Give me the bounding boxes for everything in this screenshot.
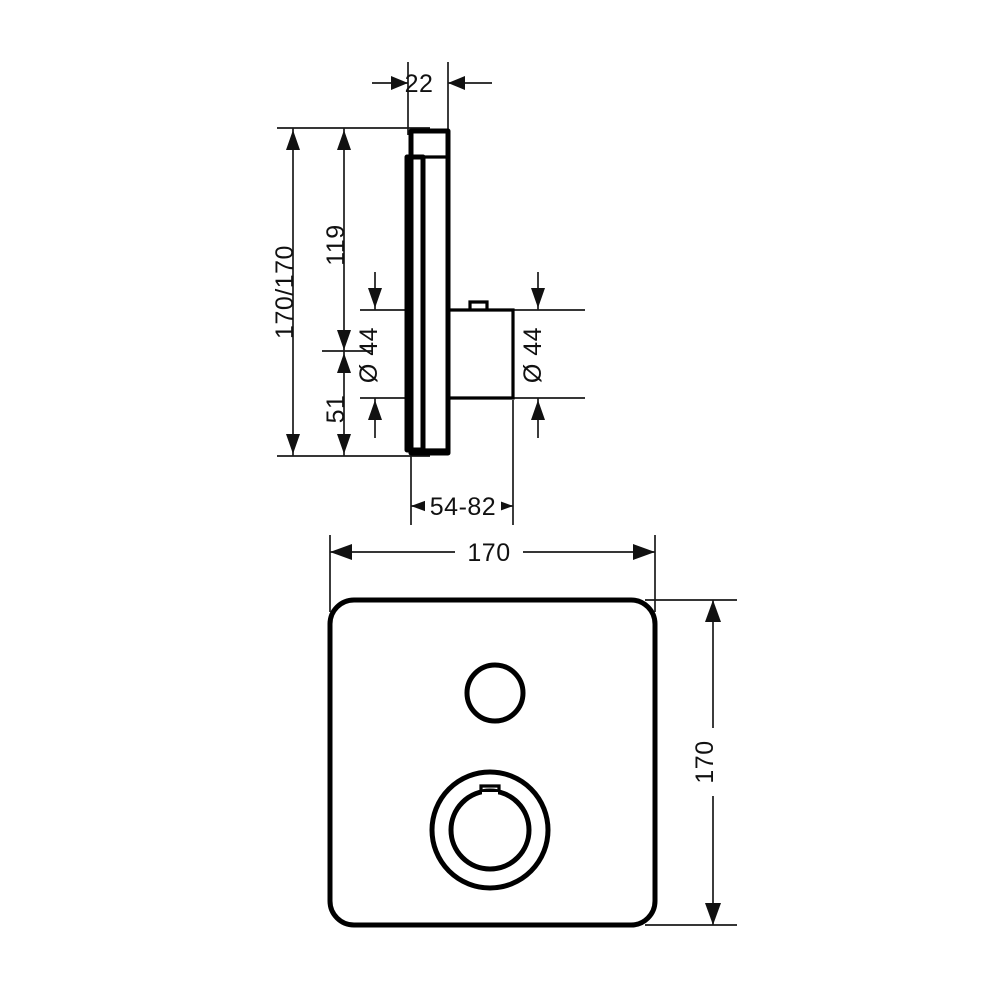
side-knob-body bbox=[448, 308, 515, 400]
arrow-height-front-bottom bbox=[705, 903, 721, 925]
dim-label-dia44-left: Ø 44 bbox=[355, 327, 383, 383]
front-escutcheon-plate bbox=[327, 597, 658, 928]
arrow-width-left bbox=[330, 544, 352, 560]
dim-label-height-119: 119 bbox=[322, 224, 350, 265]
dim-label-depth-22: 22 bbox=[405, 70, 434, 98]
dim-label-dia44-right: Ø 44 bbox=[519, 327, 547, 383]
arrow-dia44-left-bottom bbox=[368, 400, 382, 420]
arrow-depth-right bbox=[448, 76, 465, 90]
arrow-dia44-left-top bbox=[368, 288, 382, 308]
front-knob-marker-tab bbox=[479, 784, 501, 793]
dim-label-height-51: 51 bbox=[322, 395, 350, 424]
side-plate-outline bbox=[408, 128, 451, 456]
dim-label-proj-backdrop bbox=[425, 492, 501, 520]
dim-label-width-170: 170 bbox=[467, 539, 510, 567]
dim-label-height-170-170: 170/170 bbox=[271, 245, 299, 339]
front-view-group: 170 170 bbox=[327, 535, 737, 928]
side-plate-face-slab bbox=[404, 154, 426, 453]
arrow-height-170-170-bottom bbox=[286, 434, 300, 454]
front-knob-inner-ring bbox=[448, 788, 532, 872]
arrow-height-119-bottom bbox=[337, 330, 351, 350]
side-knob-marker-tab bbox=[468, 300, 489, 310]
arrow-dia44-right-top bbox=[531, 288, 545, 308]
front-select-button bbox=[464, 662, 526, 724]
arrow-height-front-top bbox=[705, 600, 721, 622]
arrow-height-51-bottom bbox=[337, 434, 351, 454]
arrow-height-170-170-top bbox=[286, 130, 300, 150]
arrow-height-119-top bbox=[337, 130, 351, 150]
arrow-width-right bbox=[633, 544, 655, 560]
side-view-group: 22 170/170 119 51 bbox=[271, 62, 585, 525]
dim-label-width-backdrop bbox=[455, 538, 523, 566]
arrow-dia44-right-bottom bbox=[531, 400, 545, 420]
arrow-height-51-top bbox=[337, 353, 351, 373]
dim-label-height-170-front: 170 bbox=[691, 740, 719, 783]
arrow-depth-left bbox=[391, 76, 408, 90]
dim-label-height-backdrop bbox=[699, 728, 727, 796]
front-knob-tab-mask bbox=[482, 792, 498, 796]
front-knob-outer-ring bbox=[429, 769, 551, 891]
dim-label-proj-54-82: 54-82 bbox=[430, 493, 496, 521]
